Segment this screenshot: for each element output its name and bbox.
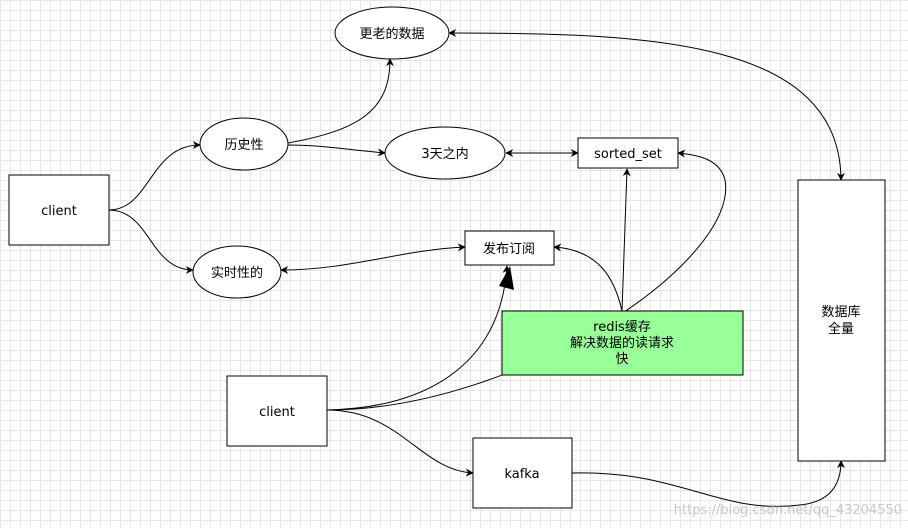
sorted-set-box xyxy=(577,137,679,169)
edge-client-realtime xyxy=(108,209,194,274)
kafka-box xyxy=(472,437,573,509)
history-ellipse xyxy=(199,117,289,171)
client-top-box xyxy=(8,174,110,246)
edge-redis-sortedset xyxy=(621,168,631,312)
three-days-ellipse xyxy=(384,126,506,180)
realtime-ellipse xyxy=(192,245,282,299)
older-data-label: 更老的数据 xyxy=(359,26,424,42)
database-line2: 全量 xyxy=(828,321,854,337)
edge-client-sortedset xyxy=(326,149,727,411)
edge-realtime-pubsub xyxy=(280,243,466,274)
redis-line1: redis缓存 xyxy=(593,320,651,335)
redis-line3: 快 xyxy=(615,352,628,367)
edge-client-kafka xyxy=(326,409,474,477)
edge-client-pubsub xyxy=(326,265,511,411)
client-bottom-box xyxy=(226,375,328,447)
pubsub-box xyxy=(464,230,555,266)
sorted-set-label: sorted_set xyxy=(594,147,662,162)
edge-older-database xyxy=(448,29,845,181)
three-days-label: 3天之内 xyxy=(421,146,468,162)
edge-history-older xyxy=(287,58,394,144)
realtime-label: 实时性的 xyxy=(211,265,263,281)
pubsub-label: 发布订阅 xyxy=(483,241,535,257)
history-label: 历史性 xyxy=(224,138,263,153)
older-data-ellipse xyxy=(334,6,450,60)
client-bottom-label: client xyxy=(259,405,295,420)
redis-box xyxy=(501,310,744,376)
edge-history-3days xyxy=(287,144,386,157)
database-line1: 数据库 xyxy=(821,304,860,320)
watermark-text: https://blog.csdn.net/qq_43204550 xyxy=(674,503,902,518)
client-top-label: client xyxy=(41,204,77,219)
pubsub-arrowhead xyxy=(499,266,514,290)
database-box xyxy=(797,179,886,462)
edge-kafka-database xyxy=(571,460,845,507)
kafka-label: kafka xyxy=(504,467,539,482)
edge-client-history xyxy=(108,141,201,211)
edge-redis-pubsub xyxy=(553,243,623,312)
redis-line2: 解决数据的读请求 xyxy=(570,335,674,351)
